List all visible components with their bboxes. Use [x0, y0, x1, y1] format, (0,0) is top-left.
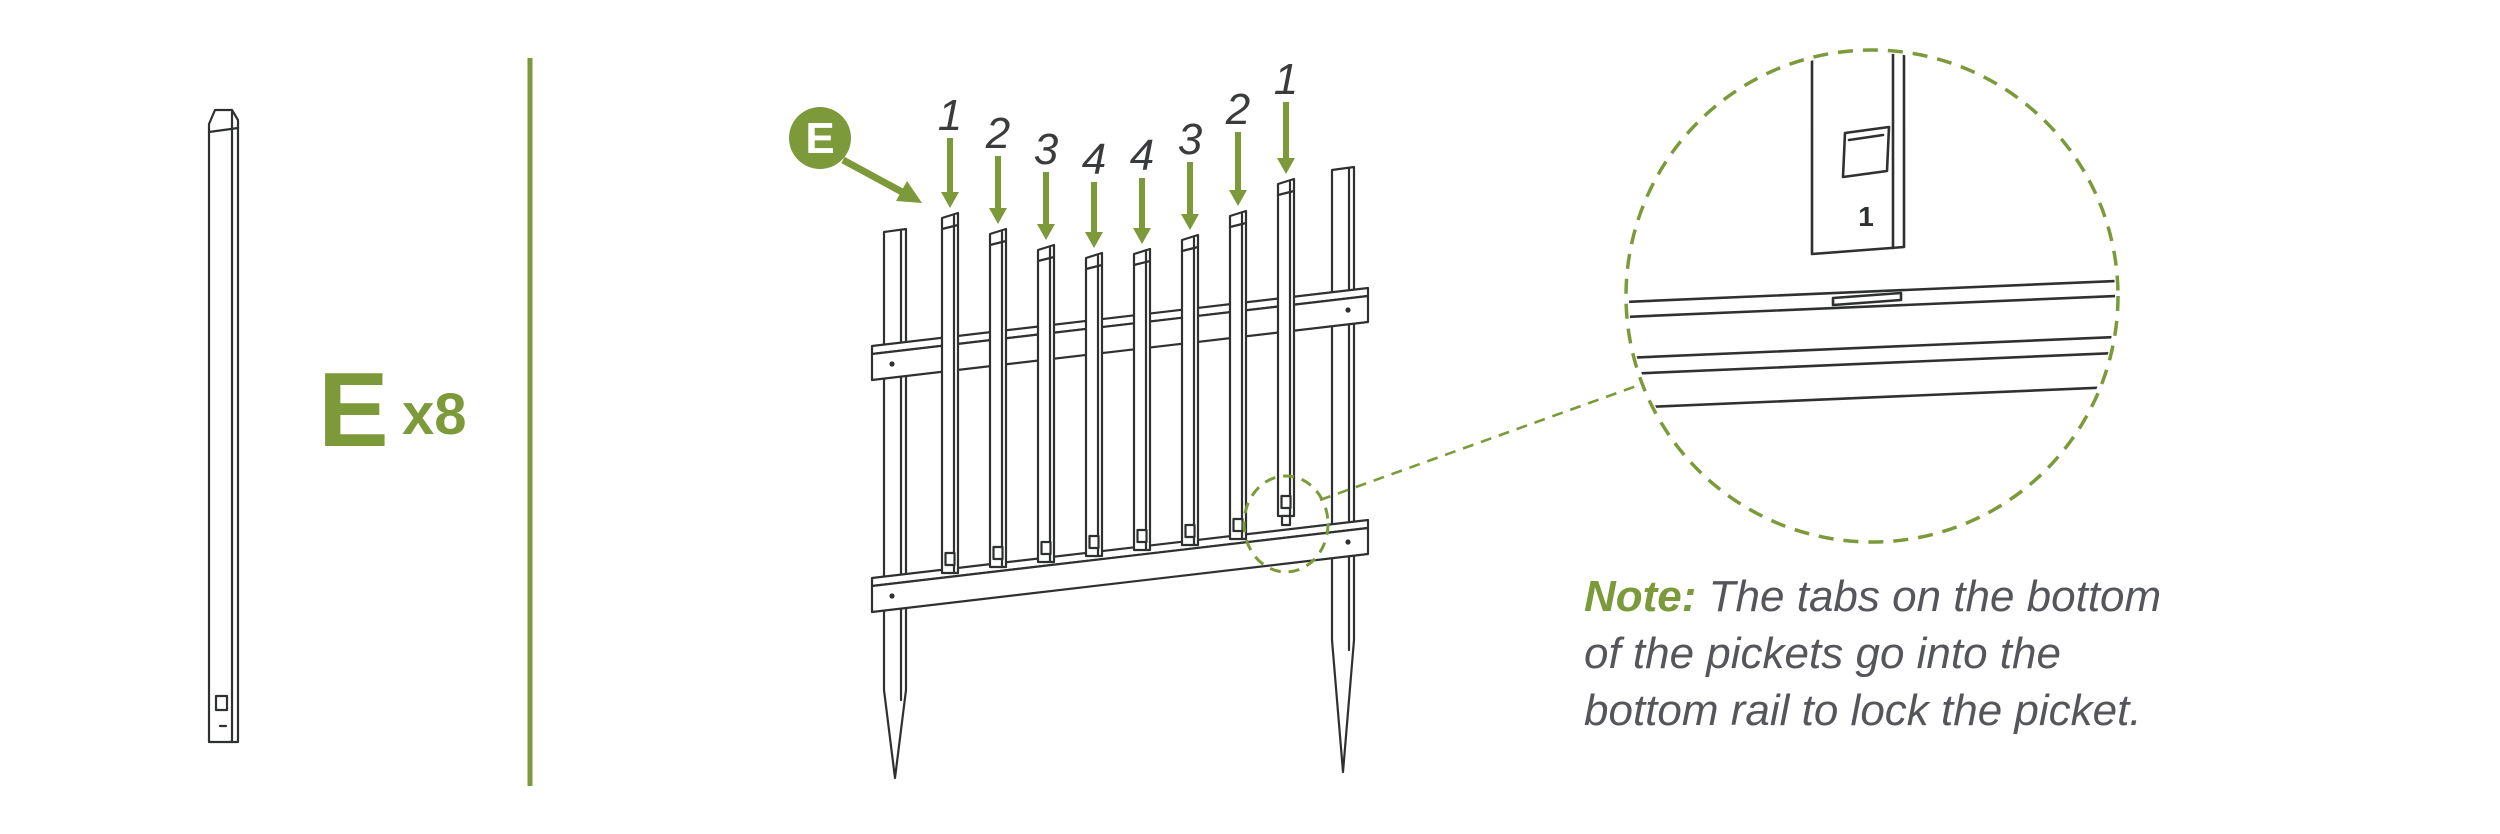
zoomed-tab-label: 1: [1858, 201, 1874, 232]
install-order-callouts: 1 2 3 4 4: [938, 55, 1298, 248]
picket-order-label: 2: [985, 109, 1010, 158]
picket-tab: [1184, 523, 1196, 539]
picket-order-label: 4: [1130, 131, 1154, 180]
picket-top-chamfer: [207, 126, 240, 134]
zoom-connector-line: [1319, 382, 1643, 502]
picket: [1036, 243, 1056, 564]
picket: [1084, 251, 1104, 558]
fence-assembly-drawing: 1 2 3 4 4: [789, 55, 1370, 780]
note-line3: bottom rail to lock the picket.: [1584, 686, 2142, 736]
down-arrow-icon: [1133, 178, 1151, 244]
zoom-contents: 1: [1629, 53, 2115, 411]
part-picket-drawing: [207, 108, 240, 744]
zoom-detail: 1: [1624, 48, 2120, 544]
picket-tab: [944, 551, 956, 567]
picket-order-label: 3: [1034, 125, 1059, 174]
picket-order-label: 2: [1225, 85, 1250, 134]
picket-tab: [992, 545, 1004, 561]
down-arrow-icon: [1181, 162, 1199, 230]
down-arrow-icon: [1037, 172, 1055, 240]
rail-slot: [1831, 291, 1903, 307]
picket-tab: [1136, 528, 1148, 544]
note-text: Note: The tabs on the bottom of the pick…: [1584, 568, 2324, 740]
picket-body: [207, 108, 240, 744]
note-label: Note:: [1584, 572, 1697, 621]
right-post: [1330, 165, 1356, 774]
down-arrow-icon: [989, 156, 1007, 224]
part-quantity-label: x8: [402, 382, 467, 447]
picket-order-label: 1: [1274, 55, 1298, 104]
picket: [1276, 177, 1296, 527]
picket-tab: [1280, 494, 1292, 510]
note-line: Note: The tabs on the bottom: [1584, 568, 2324, 625]
part-badge: E: [789, 107, 922, 203]
picket-order-label: 3: [1178, 115, 1203, 164]
picket-order-label: 1: [938, 91, 962, 140]
badge-circle: [789, 107, 851, 169]
picket: [1132, 247, 1152, 552]
picket: [988, 227, 1008, 569]
pointer-arrow-icon: [841, 156, 922, 203]
tab-highlight-circle: [1242, 474, 1330, 574]
picket: [940, 211, 960, 575]
down-arrow-icon: [1085, 182, 1103, 248]
zoomed-bottom-rail: [1629, 278, 2115, 411]
picket: [1180, 233, 1200, 547]
picket-tab: [1040, 540, 1052, 556]
picket-tab-hole: [214, 694, 229, 712]
picket-tab: [1088, 534, 1100, 550]
down-arrow-icon: [941, 138, 959, 208]
down-arrow-icon: [1229, 132, 1247, 206]
badge-letter: E: [805, 114, 834, 163]
picket-tab: [1280, 514, 1292, 527]
part-letter-label: E: [318, 351, 389, 469]
picket-tab: [1232, 517, 1244, 533]
note-line2: of the pickets go into the: [1584, 629, 2061, 679]
zoomed-picket: 1: [1810, 53, 1906, 256]
picket: [1228, 209, 1248, 541]
picket-order-label: 4: [1082, 135, 1106, 184]
note-line1: The tabs on the bottom: [1708, 572, 2162, 621]
left-post: [882, 227, 908, 780]
down-arrow-icon: [1277, 102, 1295, 174]
